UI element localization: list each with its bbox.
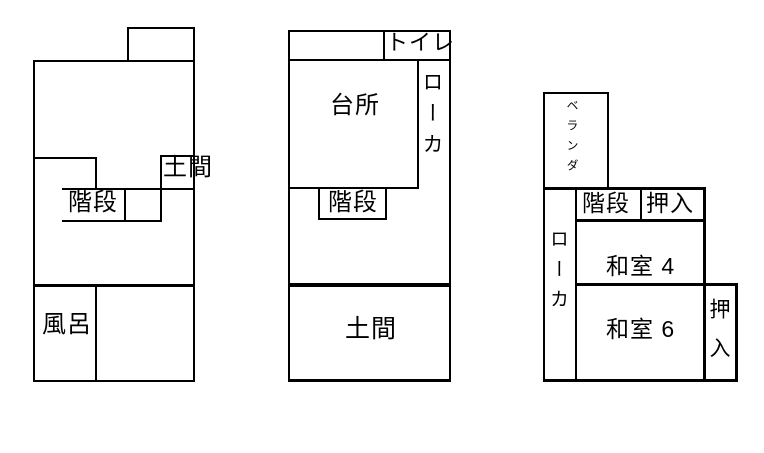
- wall: [575, 283, 735, 286]
- wall: [127, 27, 195, 29]
- wall: [288, 30, 290, 382]
- room-label-oshiire-side: 押入: [707, 298, 730, 376]
- wall: [62, 220, 162, 222]
- wall: [449, 30, 451, 382]
- room-label-kaidan: 階段: [68, 189, 118, 216]
- wall: [62, 188, 195, 190]
- wall: [640, 187, 642, 221]
- wall: [160, 155, 195, 157]
- wall: [288, 187, 419, 189]
- wall: [543, 379, 738, 382]
- wall: [383, 30, 385, 61]
- room-label-kaidan: 階段: [328, 189, 378, 216]
- wall: [33, 60, 195, 62]
- wall: [33, 284, 195, 287]
- wall: [543, 187, 706, 190]
- wall: [318, 187, 320, 220]
- wall: [288, 283, 451, 287]
- room-label-oshiire-top: 押入: [646, 190, 694, 216]
- wall: [288, 30, 451, 32]
- wall: [127, 27, 129, 62]
- room-label-toire: トイレ: [386, 30, 456, 55]
- wall: [33, 60, 35, 382]
- room-label-roka: ローカ: [547, 229, 568, 319]
- wall: [288, 379, 451, 382]
- room-label-washitsu4: 和室 4: [606, 253, 676, 279]
- wall: [607, 92, 609, 189]
- wall: [543, 92, 609, 94]
- wall: [417, 59, 419, 189]
- room-label-doma: 土間: [163, 154, 213, 181]
- wall: [95, 157, 97, 190]
- room-label-veranda: ベランダ: [565, 99, 579, 179]
- wall: [33, 157, 97, 159]
- wall: [33, 380, 195, 382]
- wall: [95, 284, 97, 382]
- room-label-furo: 風呂: [42, 311, 92, 338]
- wall: [735, 283, 738, 382]
- wall: [193, 27, 195, 382]
- room-label-doma: 土間: [345, 315, 398, 343]
- wall: [543, 92, 545, 382]
- wall: [575, 219, 706, 222]
- wall: [124, 188, 126, 222]
- room-label-washitsu6: 和室 6: [606, 316, 676, 342]
- room-label-kaidan: 階段: [582, 190, 630, 216]
- wall: [288, 59, 451, 61]
- wall: [318, 218, 387, 220]
- wall: [385, 187, 387, 220]
- room-label-roka: ローカ: [420, 71, 443, 164]
- room-label-daidokoro: 台所: [330, 92, 380, 119]
